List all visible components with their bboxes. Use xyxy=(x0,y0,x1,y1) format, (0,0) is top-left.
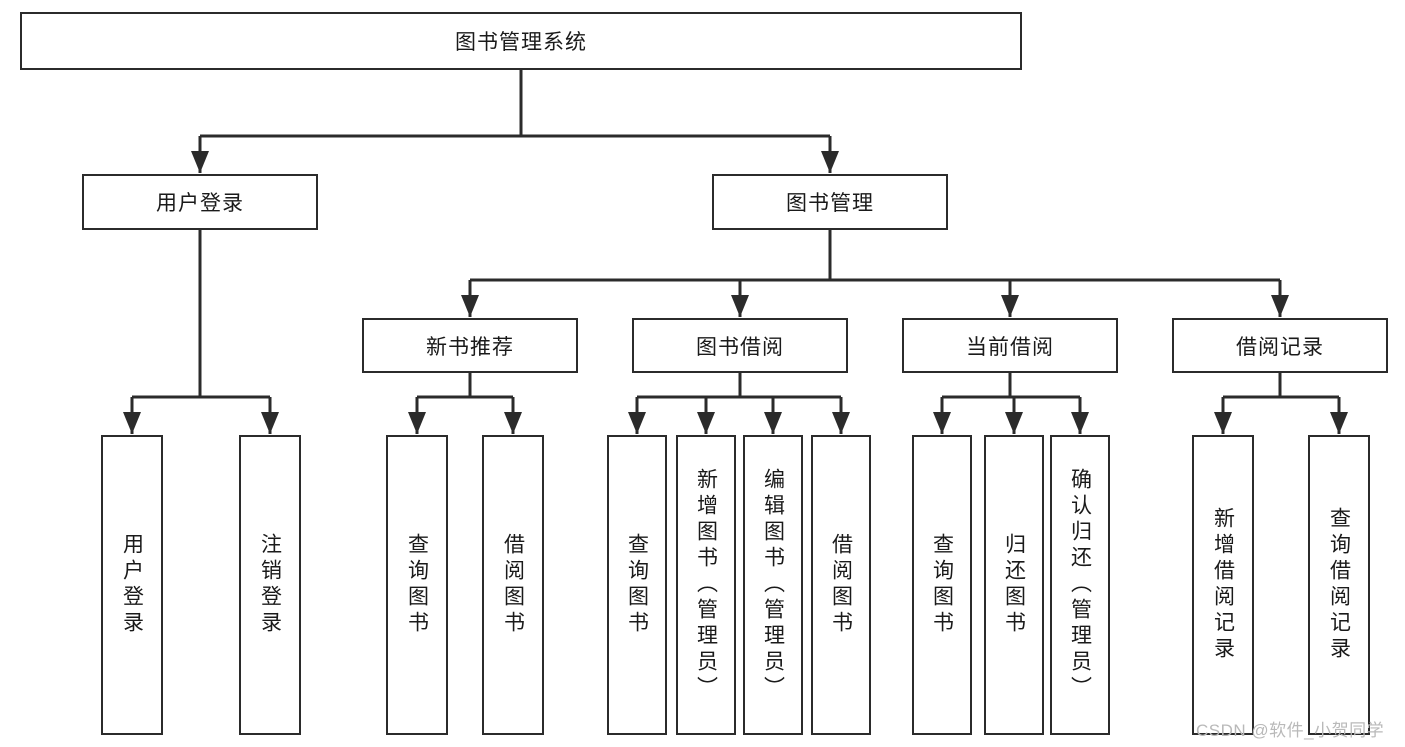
node-label: 当前借阅 xyxy=(966,335,1054,359)
node-leaf-9[interactable]: 查询图书 xyxy=(912,435,972,735)
node-label: 借阅图书 xyxy=(501,533,525,637)
node-label: 查询图书 xyxy=(930,533,954,637)
node-label: 图书管理系统 xyxy=(455,31,587,54)
node-label: 编辑图书（管理员） xyxy=(761,468,785,702)
node-leaf-8[interactable]: 借阅图书 xyxy=(811,435,871,735)
node-leaf-10[interactable]: 归还图书 xyxy=(984,435,1044,735)
node-leaf-4[interactable]: 借阅图书 xyxy=(482,435,544,735)
node-current[interactable]: 当前借阅 xyxy=(902,318,1118,373)
node-leaf-5[interactable]: 查询图书 xyxy=(607,435,667,735)
node-label: 查询借阅记录 xyxy=(1327,507,1351,663)
node-leaf-11[interactable]: 确认归还（管理员） xyxy=(1050,435,1110,735)
node-leaf-2[interactable]: 注销登录 xyxy=(239,435,301,735)
node-leaf-1[interactable]: 用户登录 xyxy=(101,435,163,735)
node-login[interactable]: 用户登录 xyxy=(82,174,318,230)
node-leaf-12[interactable]: 新增借阅记录 xyxy=(1192,435,1254,735)
node-records[interactable]: 借阅记录 xyxy=(1172,318,1388,373)
node-label: 用户登录 xyxy=(156,192,244,215)
node-newbook[interactable]: 新书推荐 xyxy=(362,318,578,373)
watermark-label: CSDN @软件_小贺同学 xyxy=(1196,721,1385,740)
node-leaf-7[interactable]: 编辑图书（管理员） xyxy=(743,435,803,735)
node-label: 归还图书 xyxy=(1002,533,1026,637)
node-label: 注销登录 xyxy=(258,533,282,637)
node-root[interactable]: 图书管理系统 xyxy=(20,12,1022,70)
node-label: 图书管理 xyxy=(786,192,874,215)
node-label: 查询图书 xyxy=(625,533,649,637)
node-leaf-13[interactable]: 查询借阅记录 xyxy=(1308,435,1370,735)
node-label: 图书借阅 xyxy=(696,335,784,359)
node-label: 新书推荐 xyxy=(426,335,514,359)
node-label: 用户登录 xyxy=(120,533,144,637)
node-label: 借阅图书 xyxy=(829,533,853,637)
node-bookmgmt[interactable]: 图书管理 xyxy=(712,174,948,230)
node-label: 确认归还（管理员） xyxy=(1068,468,1092,702)
node-label: 新增图书（管理员） xyxy=(694,468,718,702)
node-leaf-3[interactable]: 查询图书 xyxy=(386,435,448,735)
node-leaf-6[interactable]: 新增图书（管理员） xyxy=(676,435,736,735)
node-borrow[interactable]: 图书借阅 xyxy=(632,318,848,373)
node-label: 新增借阅记录 xyxy=(1211,507,1235,663)
node-label: 借阅记录 xyxy=(1236,335,1324,359)
node-label: 查询图书 xyxy=(405,533,429,637)
